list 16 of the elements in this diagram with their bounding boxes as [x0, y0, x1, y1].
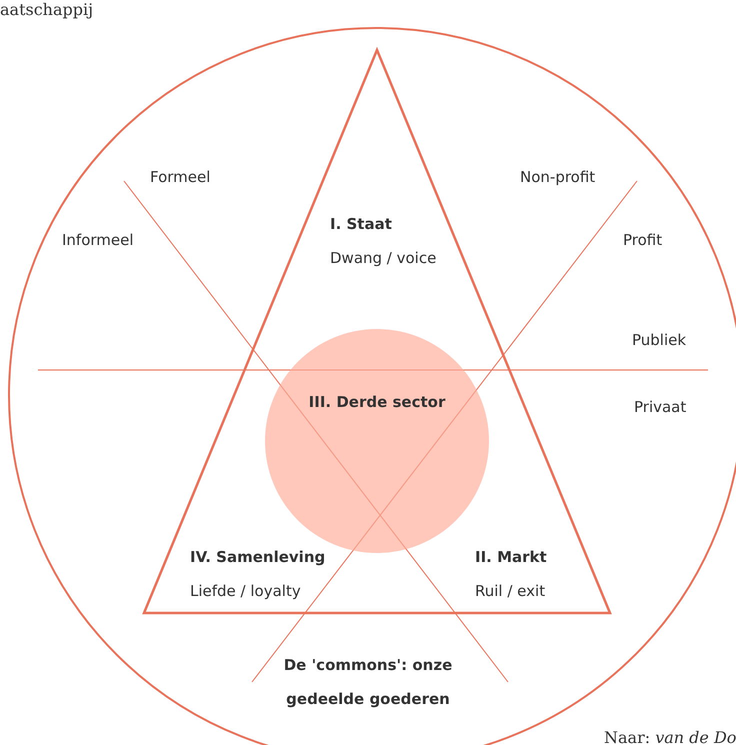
axis-label: Privaat	[634, 398, 686, 416]
axis-label: Informeel	[62, 231, 134, 249]
axis-label: Publiek	[632, 331, 686, 349]
sector-description: Dwang / voice	[330, 249, 436, 267]
axis-label: Profit	[623, 231, 662, 249]
sector-description: Liefde / loyalty	[190, 582, 301, 600]
sector-title: III. Derde sector	[308, 393, 446, 411]
heading-fragment: aatschappij	[0, 0, 94, 19]
sector-description: Ruil / exit	[475, 582, 546, 600]
axis-label: Formeel	[150, 168, 210, 186]
sector-title: II. Markt	[475, 548, 547, 566]
sector-title: I. Staat	[330, 215, 392, 233]
axis-label: Non-profit	[520, 168, 596, 186]
commons-title: De 'commons': onze gedeelde goederen	[282, 655, 454, 710]
source-note: Naar: van de Do	[604, 728, 736, 745]
sector-title: IV. Samenleving	[190, 548, 326, 566]
